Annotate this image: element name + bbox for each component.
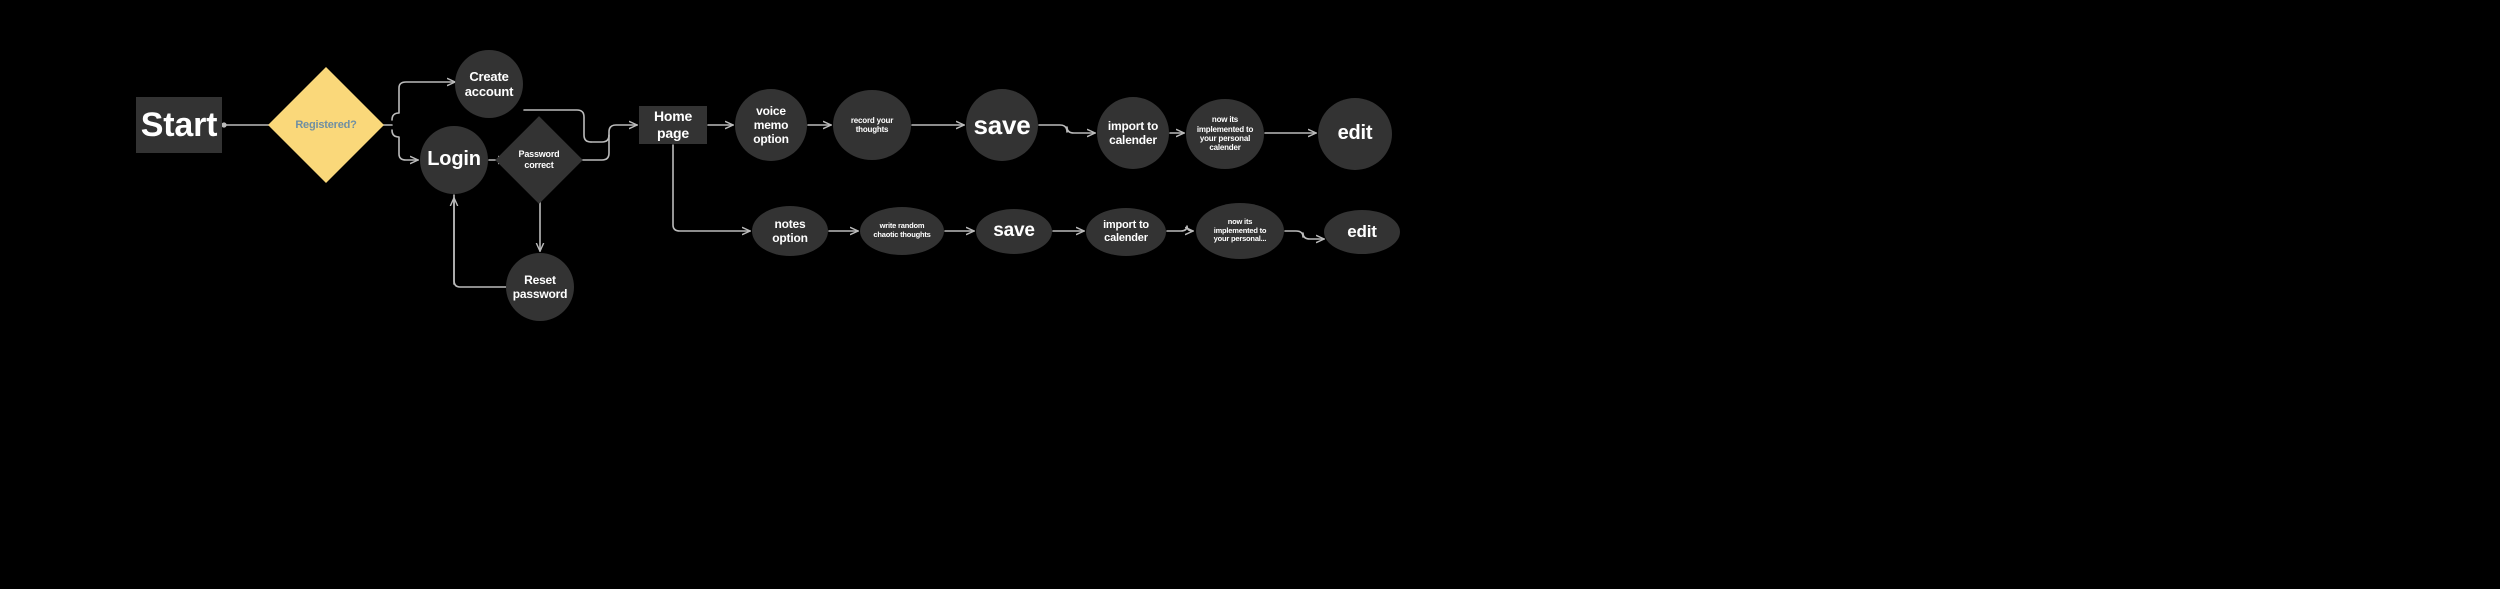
node-label-save-notes: save [993,220,1035,242]
node-label-password-correct: Password correct [518,149,560,170]
edge-registered-to-login [391,129,418,160]
node-edit-voice[interactable]: edit [1318,98,1392,170]
edge-password-to-home [570,125,637,161]
node-label-voice-memo: voice memo option [753,103,789,147]
edge-home-to-notes [672,144,750,231]
node-login[interactable]: Login [420,126,488,194]
node-start[interactable]: Start [136,97,222,153]
node-label-write-thoughts: write random chaotic thoughts [873,221,931,239]
edge-create-merge [590,134,610,143]
node-label-start: Start [140,105,218,144]
node-label-save-voice: save [973,109,1031,140]
edge-implemented-to-edit-notes [1284,230,1324,239]
node-save-voice[interactable]: save [966,89,1038,161]
node-label-implemented-notes: now its implemented to your personal... [1213,216,1267,244]
node-label-implemented-voice: now its implemented to your personal cal… [1196,115,1254,153]
node-label-record-thoughts: record your thoughts [850,115,894,134]
node-record-thoughts[interactable]: record your thoughts [833,90,911,160]
node-label-notes-option: notes option [772,216,808,245]
edge-registered-to-create [391,82,455,121]
node-save-notes[interactable]: save [976,209,1052,254]
node-label-import-notes: import to calender [1103,219,1149,244]
node-label-reset-password: Reset password [512,272,568,301]
edge-save-to-import-voice [1038,124,1095,133]
node-create-account[interactable]: Create account [455,50,523,118]
node-registered[interactable]: Registered? [268,67,384,183]
node-label-registered: Registered? [295,118,357,131]
node-implemented-notes[interactable]: now its implemented to your personal... [1196,203,1284,259]
node-edit-notes[interactable]: edit [1324,210,1400,254]
node-label-login: Login [427,148,481,171]
node-password-correct[interactable]: Password correct [495,116,583,204]
node-voice-memo[interactable]: voice memo option [735,89,807,161]
node-label-import-voice: import to calender [1107,118,1159,147]
node-label-edit-notes: edit [1347,221,1377,241]
node-notes-option[interactable]: notes option [752,206,828,256]
node-reset-password[interactable]: Reset password [506,253,574,321]
edge-reset-to-login-seg [453,194,507,288]
node-import-notes[interactable]: import to calender [1086,208,1166,256]
edge-import-to-implemented-notes [1166,225,1193,231]
node-label-home-page: Home page [653,108,693,141]
node-label-create-account: Create account [464,68,514,99]
node-label-edit-voice: edit [1337,122,1373,145]
node-write-thoughts[interactable]: write random chaotic thoughts [860,207,944,255]
node-import-voice[interactable]: import to calender [1097,97,1169,169]
node-implemented-voice[interactable]: now its implemented to your personal cal… [1186,99,1264,169]
node-home-page[interactable]: Home page [639,106,707,144]
